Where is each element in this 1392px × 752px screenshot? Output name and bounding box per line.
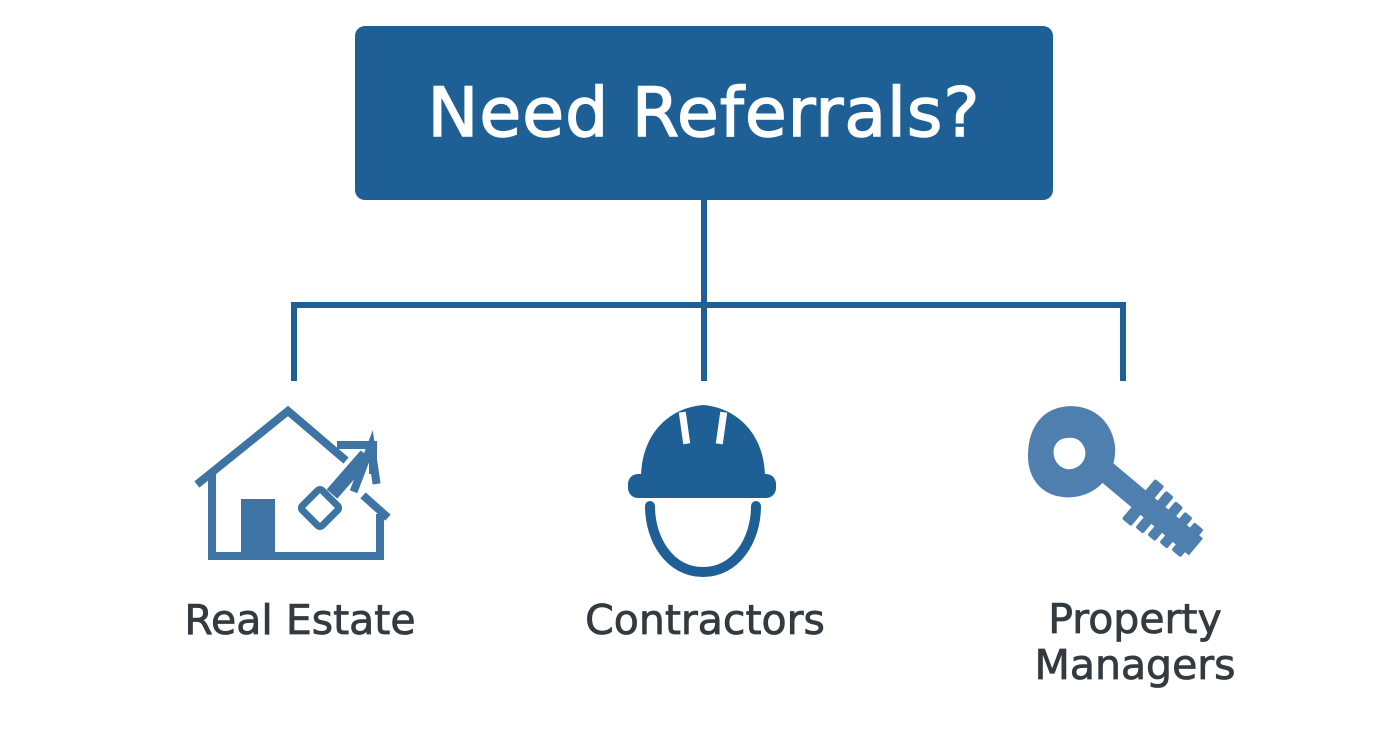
key-icon [1028,406,1203,557]
branch-label-contractors: Contractors [585,596,825,644]
hard-hat-icon [628,405,776,578]
branch-label-real-estate: Real Estate [184,596,416,644]
root-title: Need Referrals? [427,73,981,154]
branch-label-property-managers: Property Managers [1034,595,1236,689]
house-icon [194,405,391,560]
root-node: Need Referrals? [355,26,1053,200]
